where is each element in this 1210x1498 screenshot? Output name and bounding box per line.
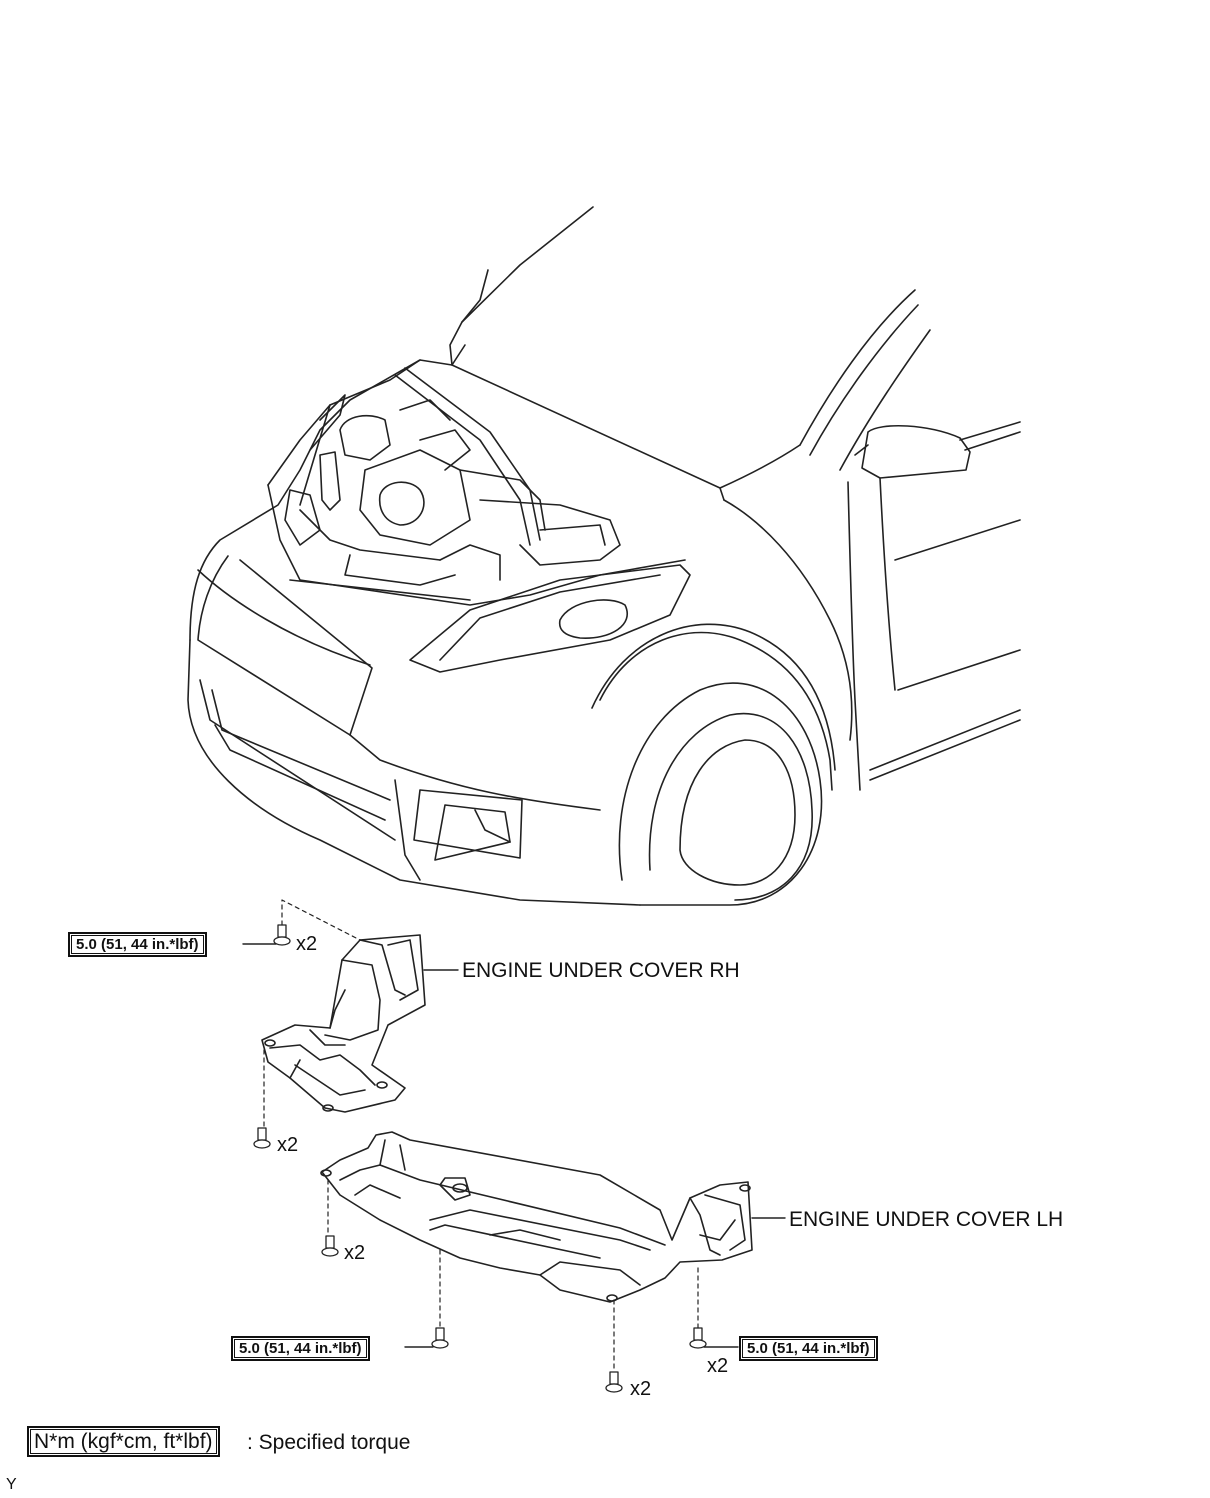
torque-spec-top-left: 5.0 (51, 44 in.*lbf) bbox=[68, 932, 207, 957]
quantity-label: x2 bbox=[296, 933, 318, 955]
bolt-icon bbox=[431, 1327, 449, 1349]
engine-under-cover-lh-label: ENGINE UNDER COVER LH bbox=[789, 1208, 1064, 1231]
bolt-icon bbox=[689, 1327, 707, 1349]
quantity-label: x2 bbox=[344, 1242, 366, 1264]
legend-description: : Specified torque bbox=[247, 1431, 411, 1454]
quantity-label: x2 bbox=[630, 1378, 652, 1400]
vehicle-front-illustration bbox=[187, 206, 1021, 906]
engine-under-cover-rh-illustration bbox=[261, 934, 426, 1113]
torque-spec-bottom-left: 5.0 (51, 44 in.*lbf) bbox=[231, 1336, 370, 1361]
corner-mark: Y bbox=[6, 1476, 17, 1493]
torque-spec-bottom-right: 5.0 (51, 44 in.*lbf) bbox=[739, 1336, 878, 1361]
bolt-icon bbox=[253, 1127, 271, 1149]
engine-under-cover-rh-label: ENGINE UNDER COVER RH bbox=[462, 959, 740, 982]
leader-lines bbox=[242, 943, 786, 1348]
alignment-lines bbox=[263, 899, 699, 1373]
bolt-icon bbox=[321, 1235, 339, 1257]
legend-unit-box: N*m (kgf*cm, ft*lbf) bbox=[27, 1426, 220, 1457]
engine-under-cover-lh-illustration bbox=[320, 1131, 753, 1303]
quantity-label: x2 bbox=[707, 1355, 729, 1377]
bolt-icon bbox=[273, 924, 291, 946]
bolt-icon bbox=[605, 1371, 623, 1393]
quantity-label: x2 bbox=[277, 1134, 299, 1156]
